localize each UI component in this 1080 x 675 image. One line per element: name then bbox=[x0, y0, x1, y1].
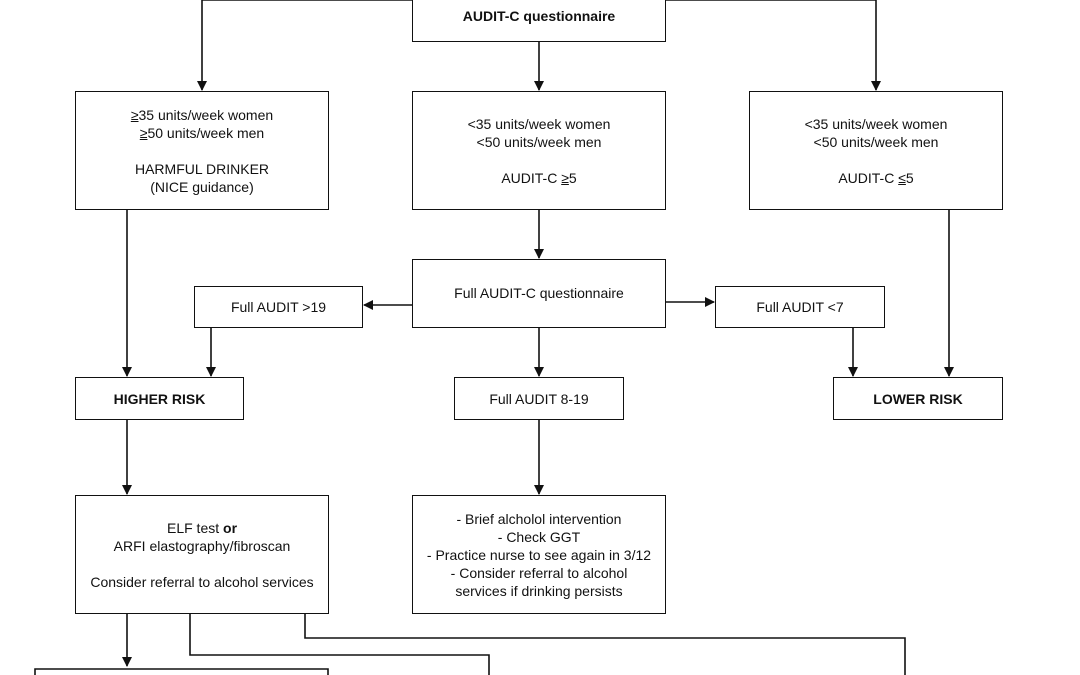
lower-risk-box: LOWER RISK bbox=[833, 377, 1003, 420]
full-audit-c-questionnaire-label: Full AUDIT-C questionnaire bbox=[454, 285, 624, 301]
right-audit-c-score: AUDIT-C ≤5 bbox=[838, 169, 914, 186]
full-audit-gt19-label: Full AUDIT >19 bbox=[230, 299, 327, 315]
elf-referral-line: Consider referral to alcohol services bbox=[90, 573, 314, 590]
audit-c-questionnaire-label: AUDIT-C questionnaire bbox=[462, 8, 616, 24]
harmful-men-threshold: ≥50 units/week men bbox=[139, 124, 265, 141]
brief-intervention-line: - Brief alcholol intervention bbox=[456, 510, 622, 527]
drinking-persists-line: services if drinking persists bbox=[455, 582, 623, 599]
elf-connector-middle bbox=[189, 614, 490, 675]
check-ggt-line: - Check GGT bbox=[497, 528, 581, 545]
consider-referral-line: - Consider referral to alcohol bbox=[450, 564, 628, 581]
right-low-units-box: <35 units/week women <50 units/week men … bbox=[749, 91, 1003, 210]
brief-intervention-box: - Brief alcholol intervention - Check GG… bbox=[412, 495, 666, 614]
mid-audit-c-score: AUDIT-C ≥5 bbox=[501, 169, 577, 186]
arfi-elastography-line: ARFI elastography/fibroscan bbox=[113, 537, 291, 554]
elf-connector-right bbox=[304, 614, 906, 675]
higher-risk-label: HIGHER RISK bbox=[113, 390, 206, 407]
mid-women-threshold: <35 units/week women bbox=[467, 115, 611, 132]
full-audit-8-19-box: Full AUDIT 8-19 bbox=[454, 377, 624, 420]
full-audit-c-questionnaire-box: Full AUDIT-C questionnaire bbox=[412, 259, 666, 328]
bottom-box-partial bbox=[34, 668, 329, 675]
full-audit-lt7-box: Full AUDIT <7 bbox=[715, 286, 885, 328]
higher-risk-box: HIGHER RISK bbox=[75, 377, 244, 420]
elf-test-line: ELF test or bbox=[166, 519, 238, 536]
mid-men-threshold: <50 units/week men bbox=[476, 133, 602, 150]
full-audit-8-19-label: Full AUDIT 8-19 bbox=[489, 390, 589, 407]
full-audit-gt19-box: Full AUDIT >19 bbox=[194, 286, 363, 328]
full-audit-lt7-label: Full AUDIT <7 bbox=[756, 299, 844, 315]
audit-c-questionnaire-box: AUDIT-C questionnaire bbox=[412, 0, 666, 42]
harmful-drinker-label: HARMFUL DRINKER bbox=[134, 160, 270, 177]
right-men-threshold: <50 units/week men bbox=[813, 133, 939, 150]
elf-test-box: ELF test or ARFI elastography/fibroscan … bbox=[75, 495, 329, 614]
nice-guidance-label: (NICE guidance) bbox=[150, 178, 254, 195]
harmful-drinker-box: ≥35 units/week women ≥50 units/week men … bbox=[75, 91, 329, 210]
harmful-women-threshold: ≥35 units/week women bbox=[130, 106, 274, 123]
mid-low-units-box: <35 units/week women <50 units/week men … bbox=[412, 91, 666, 210]
lower-risk-label: LOWER RISK bbox=[873, 390, 963, 407]
right-women-threshold: <35 units/week women bbox=[804, 115, 948, 132]
practice-nurse-line: - Practice nurse to see again in 3/12 bbox=[426, 546, 652, 563]
